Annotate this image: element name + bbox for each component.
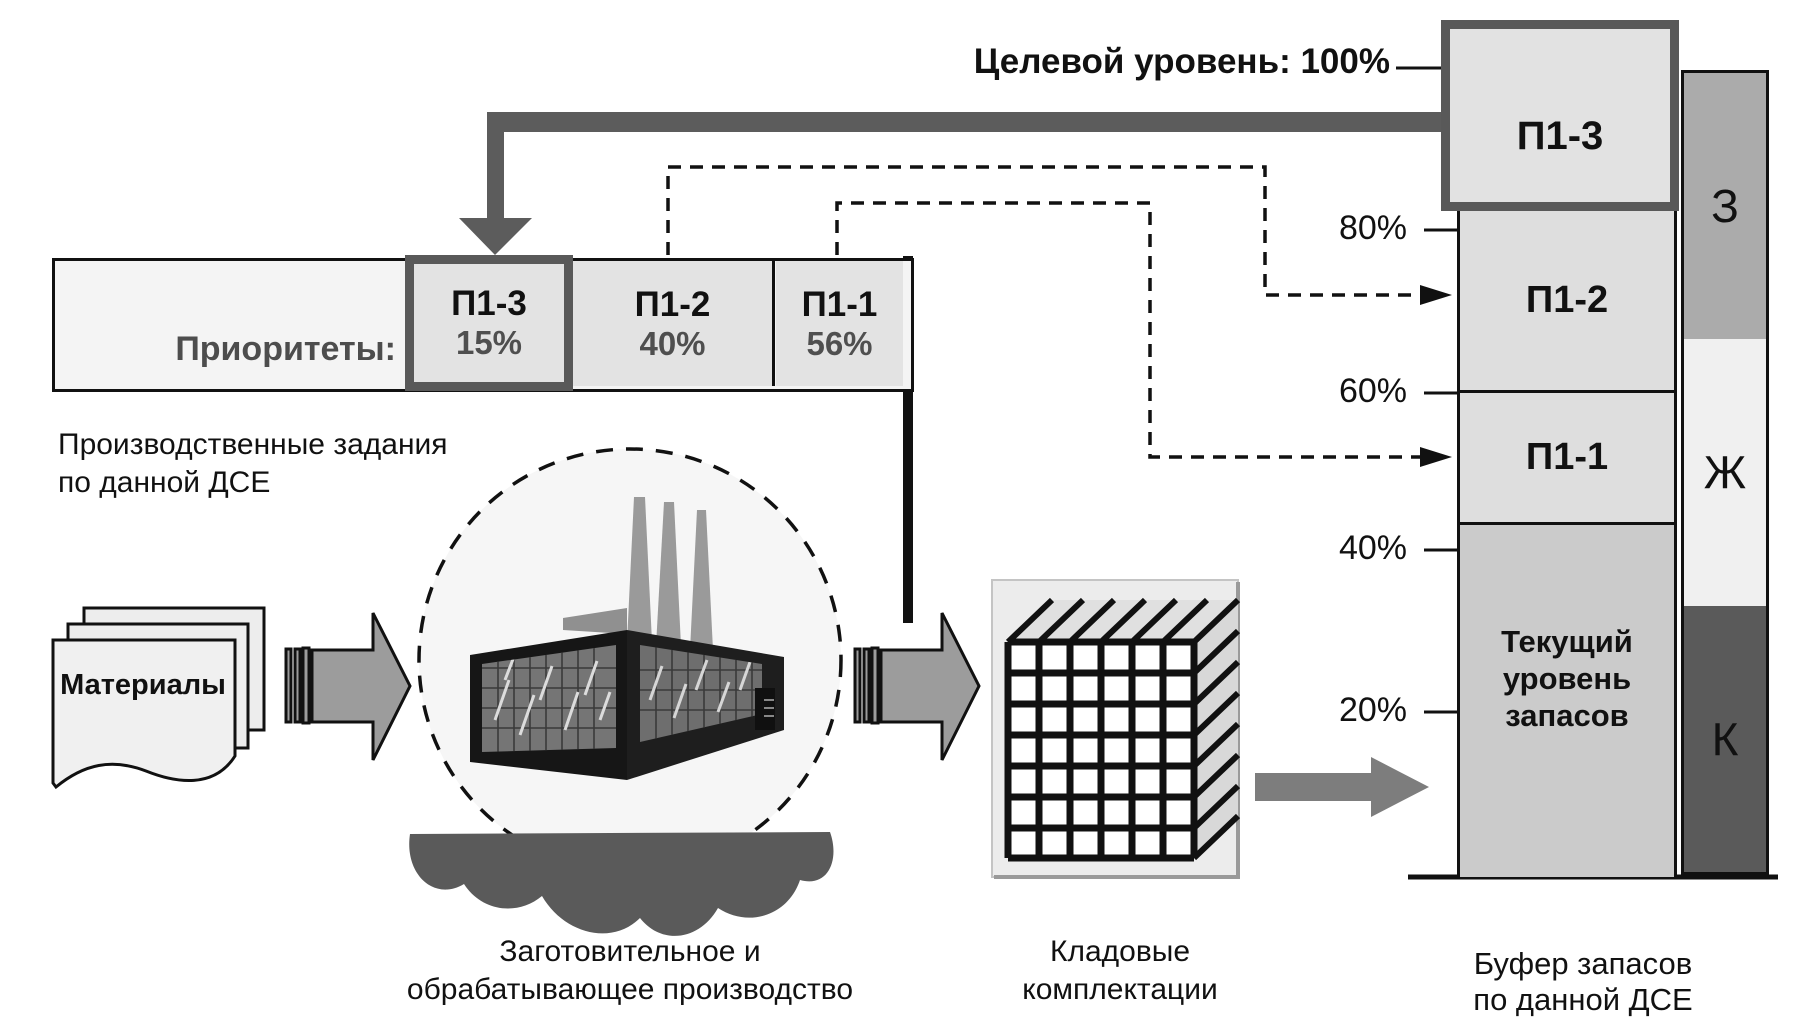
priority-segment-percent: 40%: [639, 324, 706, 362]
buffer-segment-current-level: Текущий уровень запасов: [1457, 525, 1677, 877]
priority-segment-percent: 15%: [455, 324, 523, 361]
feedback-arrow: [459, 112, 1441, 255]
priority-segment-name: П1-1: [801, 284, 878, 324]
tick-label-40: 40%: [1338, 529, 1407, 567]
buffer-caption-line1: Буфер запасов: [1473, 946, 1693, 981]
factory-caption: Заготовительное и обрабатывающее произво…: [270, 933, 990, 1009]
flow-arrow-3: [1255, 757, 1429, 817]
priorities-caption-line1: Производственные задания: [58, 428, 448, 461]
priority-segment-name: П1-3: [451, 284, 527, 323]
priority-segment-p12: П1-2 40%: [573, 261, 775, 386]
priority-segment-percent: 56%: [806, 324, 873, 362]
tick-label-80: 80%: [1338, 209, 1407, 247]
priorities-label: Приоритеты:: [175, 330, 396, 368]
zone-green: З: [1684, 73, 1766, 340]
dashed-arrowhead-p12: [1420, 285, 1452, 305]
materials-documents: [51, 606, 266, 790]
warehouse-caption-line1: Кладовые: [1049, 935, 1191, 968]
warehouse-caption: Кладовые комплектации: [948, 933, 1292, 1009]
buffer-caption-line2: по данной ДСЕ: [1473, 982, 1693, 1017]
dashed-arrowhead-p11: [1420, 447, 1452, 467]
zone-red: К: [1684, 605, 1766, 872]
zone-yellow: Ж: [1684, 339, 1766, 606]
buffer-zone-strip: З Ж К: [1681, 70, 1769, 875]
priorities-caption: Производственные задания по данной ДСЕ: [58, 426, 448, 502]
factory-illustration: [409, 497, 834, 936]
priority-segment-p11: П1-1 56%: [776, 261, 903, 386]
buffer-scale-ticks: [1424, 228, 1457, 714]
buffer-caption: Буфер запасов по данной ДСЕ: [1398, 946, 1768, 1018]
factory-caption-line1: Заготовительное и: [499, 935, 761, 968]
target-level-label: Целевой уровень: 100%: [973, 42, 1390, 81]
flow-arrow-2: [853, 612, 981, 761]
warehouse-caption-line2: комплектации: [1022, 973, 1218, 1006]
dashed-path-p11: [835, 201, 1420, 459]
flow-arrow-1: [284, 612, 412, 761]
dashed-path-p12: [666, 165, 1420, 297]
priorities-caption-line2: по данной ДСЕ: [58, 466, 271, 499]
buffer-segment-p13: П1-3: [1441, 20, 1679, 211]
factory-caption-line2: обрабатывающее производство: [406, 973, 854, 1006]
priorities-drop-line: [903, 256, 913, 623]
buffer-segment-p11: П1-1: [1457, 393, 1677, 525]
buffer-segment-p12: П1-2: [1457, 211, 1677, 393]
tick-label-60: 60%: [1338, 372, 1407, 410]
priority-segment-p13: П1-3 15%: [405, 255, 573, 391]
priority-segment-name: П1-2: [634, 284, 711, 324]
tick-label-20: 20%: [1338, 691, 1407, 729]
warehouse-illustration: [991, 579, 1241, 879]
materials-label: Материалы: [60, 669, 226, 701]
